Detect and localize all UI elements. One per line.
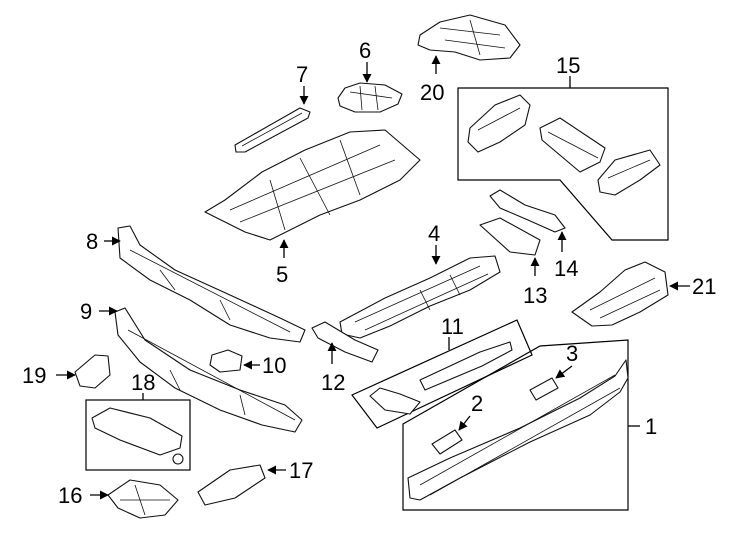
callout-12: 12 [321,370,345,395]
callout-8: 8 [86,229,98,254]
callout-19: 19 [22,363,46,388]
callout-13: 13 [523,283,547,308]
callout-1: 1 [645,414,657,439]
part-11-sill-reinforcement[interactable] [369,341,513,415]
part-18-group-box [85,399,191,471]
callout-14: 14 [554,256,578,281]
part-19-bracket[interactable] [74,354,111,389]
part-6-bracket[interactable] [337,82,403,113]
leader-2 [458,415,471,431]
part-13-panel[interactable] [479,217,541,256]
part-18-floor-panel[interactable] [91,407,184,465]
leader-3 [555,365,573,379]
callout-6: 6 [359,38,371,63]
callout-2: 2 [471,391,483,416]
part-8-side-rail[interactable] [117,225,306,343]
callout-20: 20 [420,80,444,105]
part-1-rocker-panel[interactable] [407,359,629,501]
part-10-bracket[interactable] [209,349,243,373]
part-11-group-box [351,319,533,429]
callout-16: 16 [58,483,82,508]
callout-18: 18 [131,370,155,395]
part-7-crossmember[interactable] [234,107,311,153]
part-1-group-box [402,339,629,511]
callout-11: 11 [441,314,464,339]
part-3-reinforcement[interactable] [529,377,559,401]
part-5-front-floor-pan[interactable] [204,129,421,241]
part-16-floor-panel[interactable] [107,479,179,519]
callout-4: 4 [428,221,440,246]
part-21-rear-floor-panel[interactable] [571,261,669,327]
callout-7: 7 [296,62,308,87]
callout-3: 3 [566,341,578,366]
part-20-floor-pan[interactable] [417,14,521,61]
part-15-group-box [457,87,669,241]
callout-9: 9 [80,299,92,324]
part-15-reinforcements[interactable] [467,94,661,196]
part-17-bracket[interactable] [197,464,266,506]
part-2-reinforcement[interactable] [431,429,463,455]
part-12-crossmember[interactable] [311,321,379,363]
callout-21: 21 [692,274,716,299]
part-9-side-rail[interactable] [114,307,303,433]
part-14-brace[interactable] [489,189,566,233]
callout-5: 5 [276,262,288,287]
part-4-center-floor-pan[interactable] [339,255,501,339]
callout-15: 15 [556,53,580,78]
callout-17: 17 [289,458,313,483]
callout-10: 10 [262,353,286,378]
